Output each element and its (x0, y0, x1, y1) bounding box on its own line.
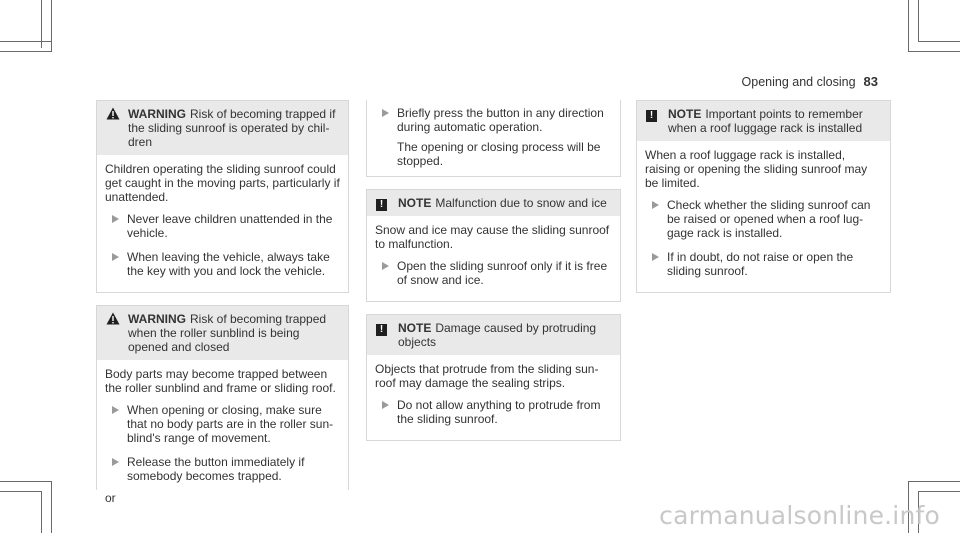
crop-mark (0, 51, 52, 52)
page-header: Opening and closing 83 (742, 74, 878, 89)
note-exclamation-icon: ! (646, 107, 657, 122)
warning-text: Body parts may become trapped between th… (105, 367, 336, 395)
step-arrow-icon (652, 201, 659, 209)
page-number: 83 (863, 74, 878, 89)
instruction-step: Never leave children unattended in the v… (105, 212, 340, 240)
step-arrow-icon (382, 262, 389, 270)
note-keyword: NOTE (668, 107, 702, 121)
note-exclamation-icon: ! (376, 196, 387, 211)
continued-body: Briefly press the button in any directio… (367, 100, 620, 176)
crop-mark (0, 41, 52, 42)
instruction-step: Do not allow anything to protrude from t… (375, 398, 612, 426)
crop-mark (0, 481, 52, 482)
instruction-step: If in doubt, do not raise or open the sl… (645, 250, 882, 278)
crop-mark (918, 491, 960, 492)
section-title: Opening and closing (741, 75, 856, 89)
note-body: When a roof luggage rack is installed, r… (637, 141, 890, 292)
continued-warning-box: Briefly press the button in any directio… (366, 100, 621, 177)
note-exclamation-icon: ! (376, 321, 387, 336)
warning-title: Risk of becoming trapped if the sliding … (128, 107, 336, 149)
crop-mark (918, 0, 919, 42)
note-body: Snow and ice may cause the sliding sunro… (367, 216, 620, 301)
crop-mark (908, 481, 909, 533)
crop-mark (41, 0, 42, 48)
note-title: Damage caused by protruding objects (398, 321, 597, 349)
crop-mark (918, 491, 919, 533)
note-title: Malfunction due to snow and ice (435, 196, 607, 210)
crop-mark (41, 491, 42, 533)
warning-text: Children operating the sliding sunroof c… (105, 162, 340, 204)
crop-mark (0, 491, 42, 492)
note-text: Snow and ice may cause the sliding sunro… (375, 223, 610, 251)
note-body: Objects that protrude from the sliding s… (367, 355, 620, 440)
instruction-step: When leaving the vehicle, always take th… (105, 250, 340, 278)
warning-triangle-icon (106, 312, 120, 325)
crop-mark (51, 0, 52, 52)
instruction-step: Check whether the sliding sunroof can be… (645, 198, 882, 240)
crop-mark (918, 41, 960, 42)
warning-keyword: WARNING (128, 107, 186, 121)
crop-mark (908, 0, 909, 52)
step-arrow-icon (112, 215, 119, 223)
note-keyword: NOTE (398, 321, 432, 335)
or-connector: or (105, 491, 116, 505)
warning-body: Body parts may become trapped between th… (97, 360, 348, 513)
step-arrow-icon (382, 109, 389, 117)
crop-mark (908, 51, 960, 52)
instruction-step: Release the button immediately if somebo… (105, 455, 340, 483)
instruction-step: Open the sliding sunroof only if it is f… (375, 259, 612, 287)
warning-triangle-icon (106, 107, 120, 120)
note-text: Objects that protrude from the sliding s… (375, 362, 599, 390)
crop-mark (908, 481, 960, 482)
note-title: Important points to remember when a roof… (668, 107, 863, 135)
warning-body: Children operating the sliding sunroof c… (97, 155, 348, 292)
warning-keyword: WARNING (128, 312, 186, 326)
result-text: The opening or closing process will be s… (397, 140, 601, 168)
note-text: When a roof luggage rack is installed, r… (645, 148, 868, 190)
crop-mark (51, 481, 52, 533)
column-2: Briefly press the button in any directio… (366, 100, 621, 441)
watermark-text: carmanualsonline.info (659, 501, 940, 530)
warning-title: Risk of becoming trapped when the roller… (128, 312, 327, 354)
step-arrow-icon (112, 406, 119, 414)
step-arrow-icon (112, 458, 119, 466)
step-arrow-icon (652, 253, 659, 261)
instruction-step: Briefly press the button in any directio… (375, 106, 612, 134)
step-arrow-icon (382, 401, 389, 409)
note-keyword: NOTE (398, 196, 432, 210)
instruction-step: When opening or closing, make sure that … (105, 403, 340, 445)
step-arrow-icon (112, 253, 119, 261)
